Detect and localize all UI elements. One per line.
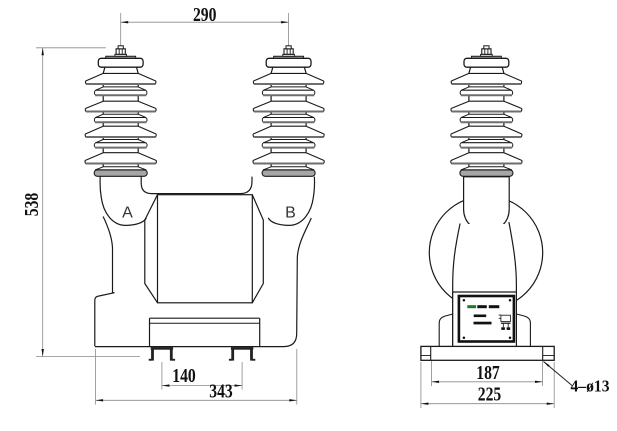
svg-text:187: 187: [476, 362, 500, 384]
svg-text:343: 343: [209, 381, 233, 403]
svg-text:4–ø13: 4–ø13: [571, 377, 610, 396]
svg-text:A: A: [122, 205, 133, 222]
svg-text:140: 140: [172, 365, 196, 387]
svg-text:538: 538: [21, 193, 43, 217]
svg-text:225: 225: [478, 384, 502, 406]
svg-text:B: B: [285, 205, 296, 222]
svg-text:290: 290: [193, 4, 217, 26]
